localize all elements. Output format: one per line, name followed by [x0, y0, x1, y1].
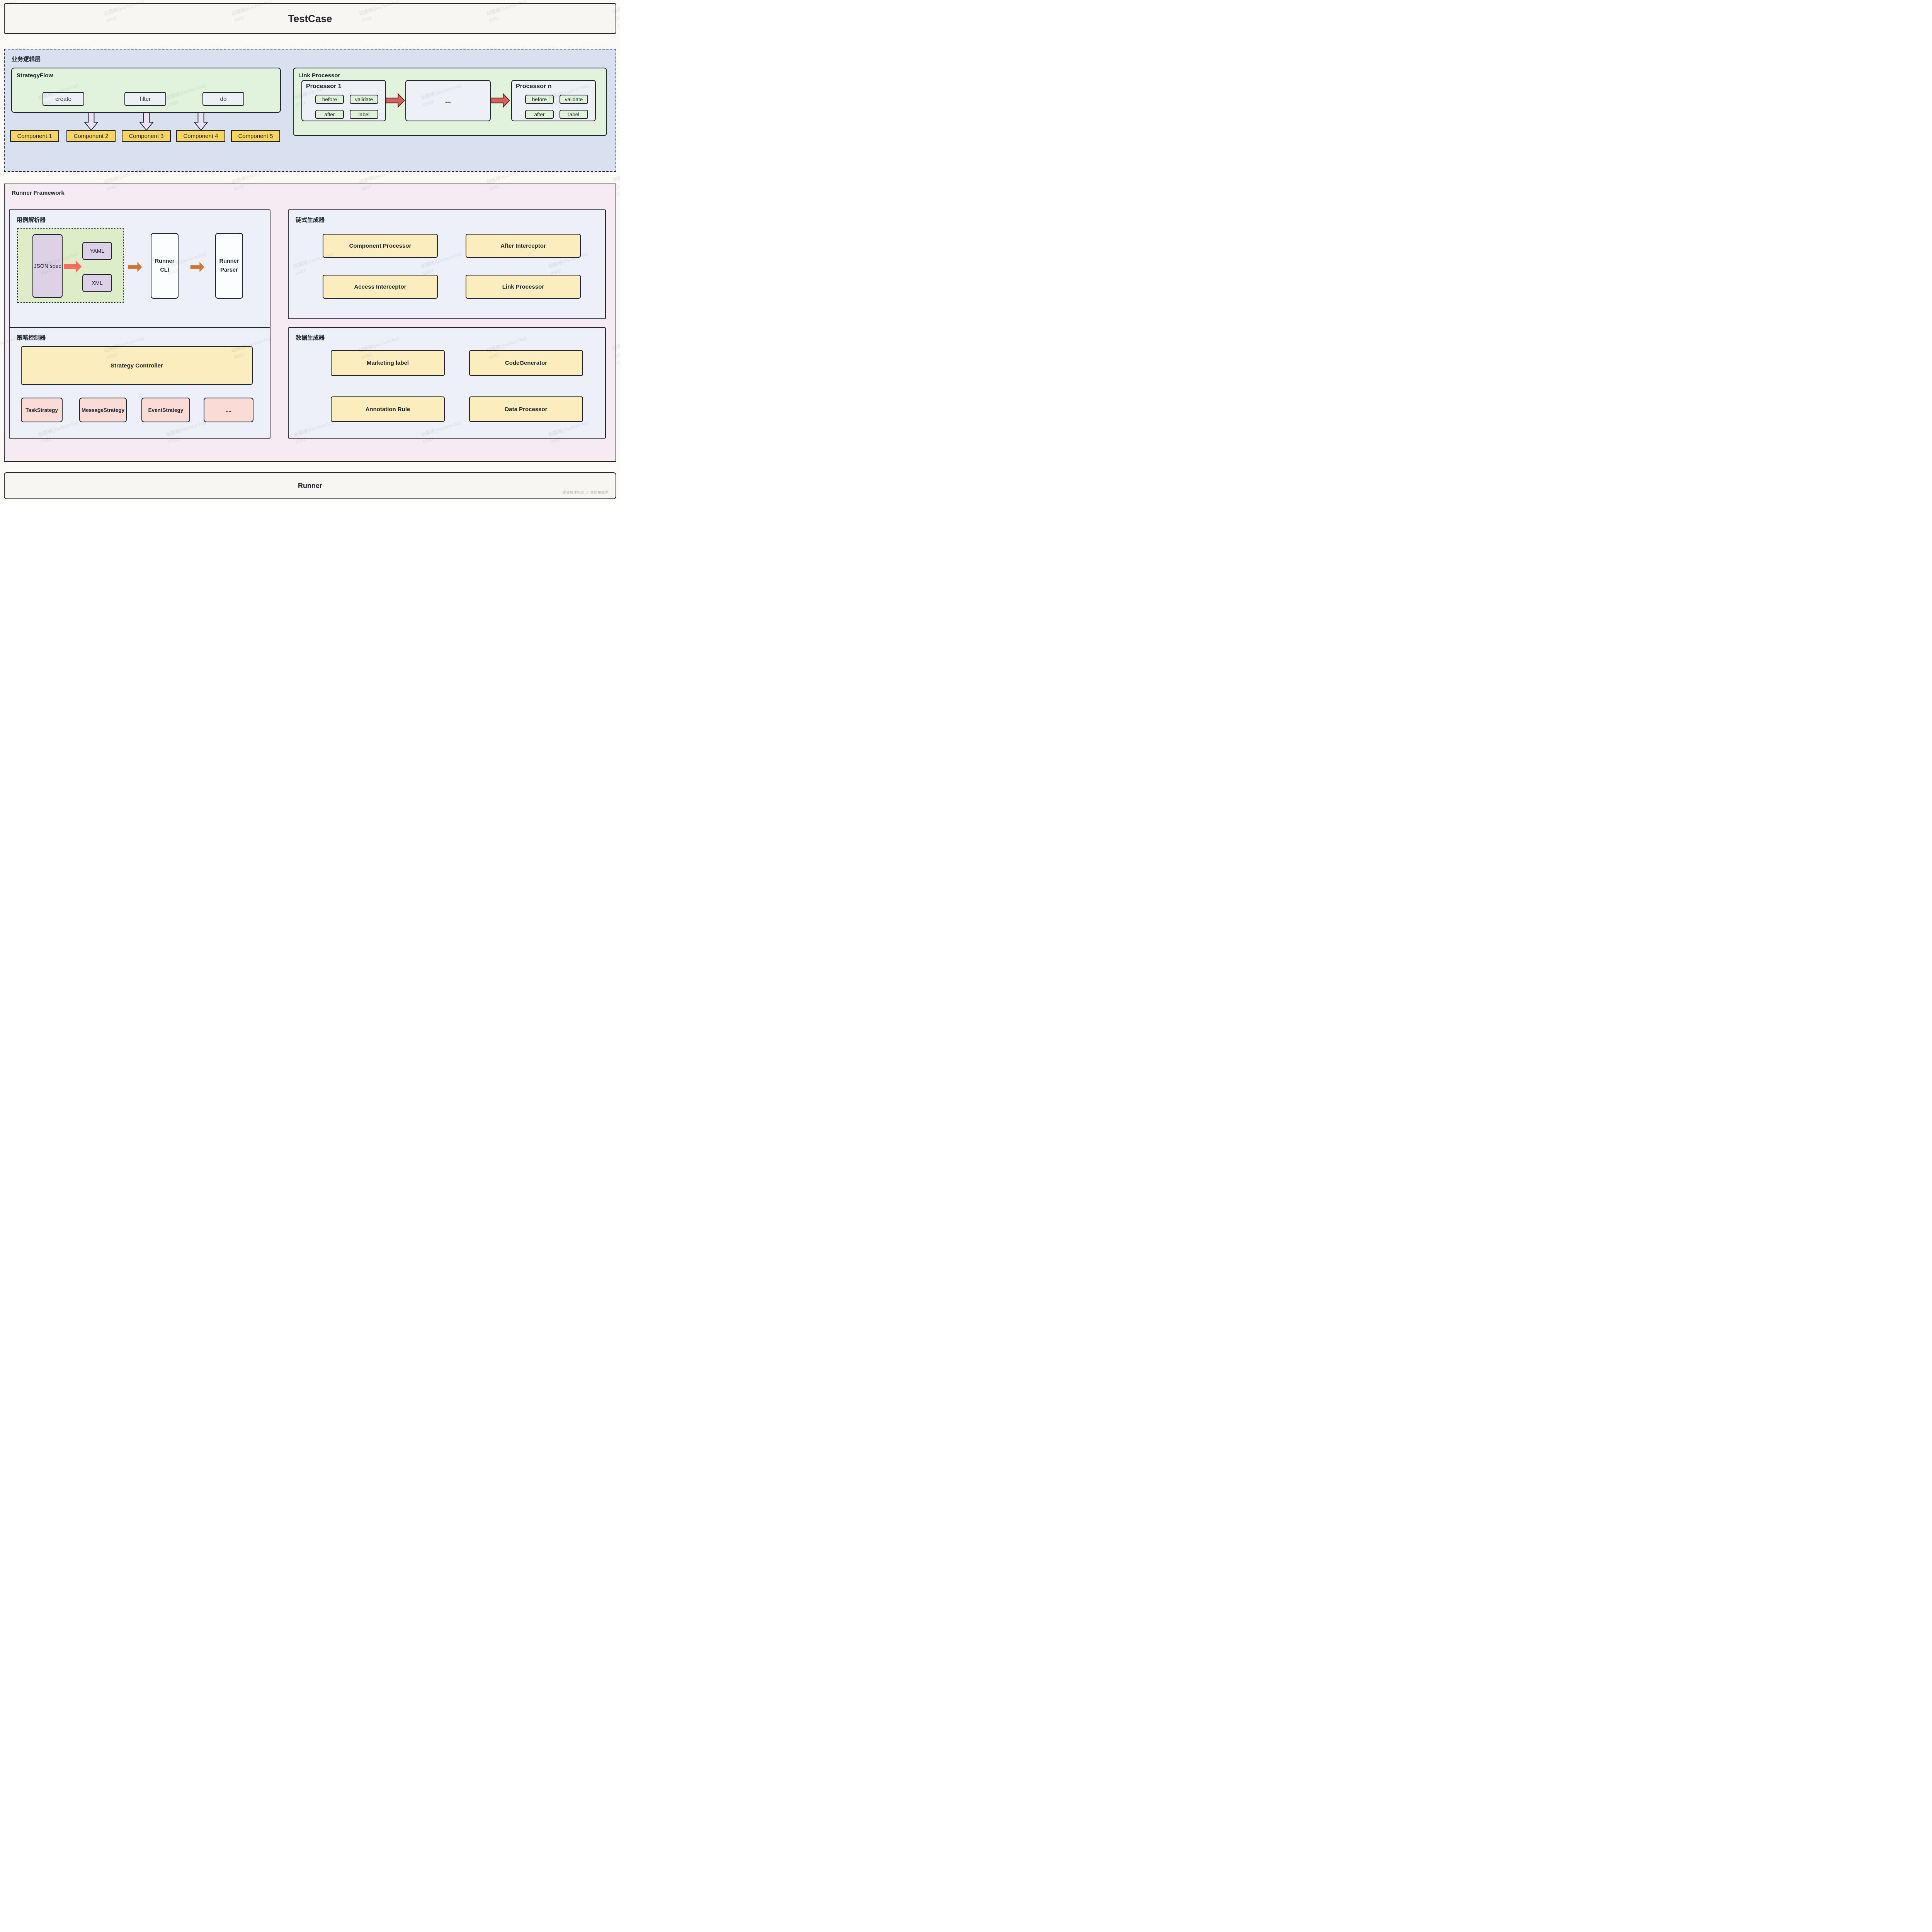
link-processor-group-label: Link Processor — [298, 72, 340, 79]
hook-before: before — [315, 95, 344, 104]
down-arrow-icon — [84, 112, 99, 131]
hook-label: label — [560, 110, 588, 119]
step-create: create — [43, 92, 84, 106]
marketing-label-box: Marketing label — [331, 350, 445, 376]
down-arrow-icon — [194, 112, 208, 131]
right-arrow-orange-icon — [128, 261, 143, 273]
component-2-label: Component 2 — [73, 133, 109, 139]
component-box-4: Component 4 — [176, 130, 225, 142]
task-strategy-box: TaskStrategy — [21, 398, 63, 422]
xml-box: XML — [82, 274, 112, 292]
code-generator-box: CodeGenerator — [469, 350, 583, 376]
processor-middle-label: ... — [445, 97, 451, 104]
step-do: do — [202, 92, 244, 106]
case-parser-label: 用例解析器 — [17, 217, 46, 223]
hook-after: after — [525, 110, 554, 119]
right-arrow-red-icon — [490, 93, 511, 108]
strategy-controller-label: 策略控制器 — [17, 335, 46, 341]
hook-label: label — [350, 110, 378, 119]
strategy-flow-box: StrategyFlow — [11, 68, 281, 113]
message-strategy-box: MessageStrategy — [79, 398, 127, 422]
processor-n-title: Processor n — [516, 83, 552, 90]
link-processor-box: Link Processor — [466, 275, 581, 299]
access-interceptor-box: Access Interceptor — [323, 275, 438, 299]
testcase-header: TestCase — [4, 3, 616, 34]
diagram-page: TestCase 业务逻辑层 StrategyFlow create filte… — [0, 0, 620, 500]
runner-footer-title: Runner — [298, 481, 322, 490]
processor-n-box: Processor n before validate after label — [511, 80, 596, 121]
json-spec-label: JSON spec — [34, 263, 61, 269]
component-3-label: Component 3 — [129, 133, 164, 139]
hook-before: before — [525, 95, 554, 104]
component-box-1: Component 1 — [10, 130, 59, 142]
processor-middle-box: ... — [405, 80, 491, 121]
yaml-label: YAML — [90, 248, 105, 254]
yaml-box: YAML — [82, 242, 112, 260]
component-1-label: Component 1 — [17, 133, 52, 139]
right-arrow-red-icon — [384, 93, 406, 108]
component-4-label: Component 4 — [183, 133, 218, 139]
component-processor-box: Component Processor — [323, 234, 438, 258]
json-spec-box: JSON spec — [32, 234, 63, 298]
right-arrow-orange-icon — [190, 261, 205, 273]
runner-cli-box: Runner CLI — [151, 233, 179, 299]
strategy-controller-box: Strategy Controller — [21, 346, 253, 385]
page-title: TestCase — [288, 12, 332, 24]
runner-footer-bar: Runner 掘金技术社区 @ 货拉拉技术 — [4, 472, 616, 499]
data-generator-label: 数据生成器 — [296, 335, 325, 341]
step-filter-label: filter — [139, 95, 151, 102]
annotation-rule-box: Annotation Rule — [331, 396, 445, 422]
processor-1-title: Processor 1 — [306, 83, 342, 90]
hook-after: after — [315, 110, 344, 119]
strategy-flow-label: StrategyFlow — [17, 72, 53, 79]
event-strategy-box: EventStrategy — [141, 398, 190, 422]
runner-parser-label: Runner Parser — [219, 258, 239, 273]
chain-generator-panel: 链式生成器 — [288, 209, 606, 319]
runner-parser-box: Runner Parser — [215, 233, 243, 299]
runner-framework-label: Runner Framework — [12, 190, 65, 196]
processor-1-box: Processor 1 before validate after label — [301, 80, 386, 121]
xml-label: XML — [92, 280, 103, 286]
hook-validate: validate — [560, 95, 588, 104]
more-strategy-box: .... — [204, 398, 253, 422]
down-arrow-icon — [139, 112, 154, 131]
credit-watermark: 掘金技术社区 @ 货拉拉技术 — [562, 491, 609, 495]
component-box-5: Component 5 — [231, 130, 280, 142]
step-do-label: do — [220, 95, 227, 102]
component-box-2: Component 2 — [66, 130, 116, 142]
step-create-label: create — [55, 95, 71, 102]
chain-generator-label: 链式生成器 — [296, 217, 325, 223]
step-filter: filter — [124, 92, 166, 106]
business-layer-label: 业务逻辑层 — [12, 56, 41, 63]
component-5-label: Component 5 — [238, 133, 273, 139]
right-arrow-coral-icon — [64, 259, 82, 274]
component-box-3: Component 3 — [122, 130, 171, 142]
data-processor-box: Data Processor — [469, 396, 583, 422]
runner-cli-label: Runner CLI — [155, 258, 175, 273]
hook-validate: validate — [350, 95, 378, 104]
after-interceptor-box: After Interceptor — [466, 234, 581, 258]
